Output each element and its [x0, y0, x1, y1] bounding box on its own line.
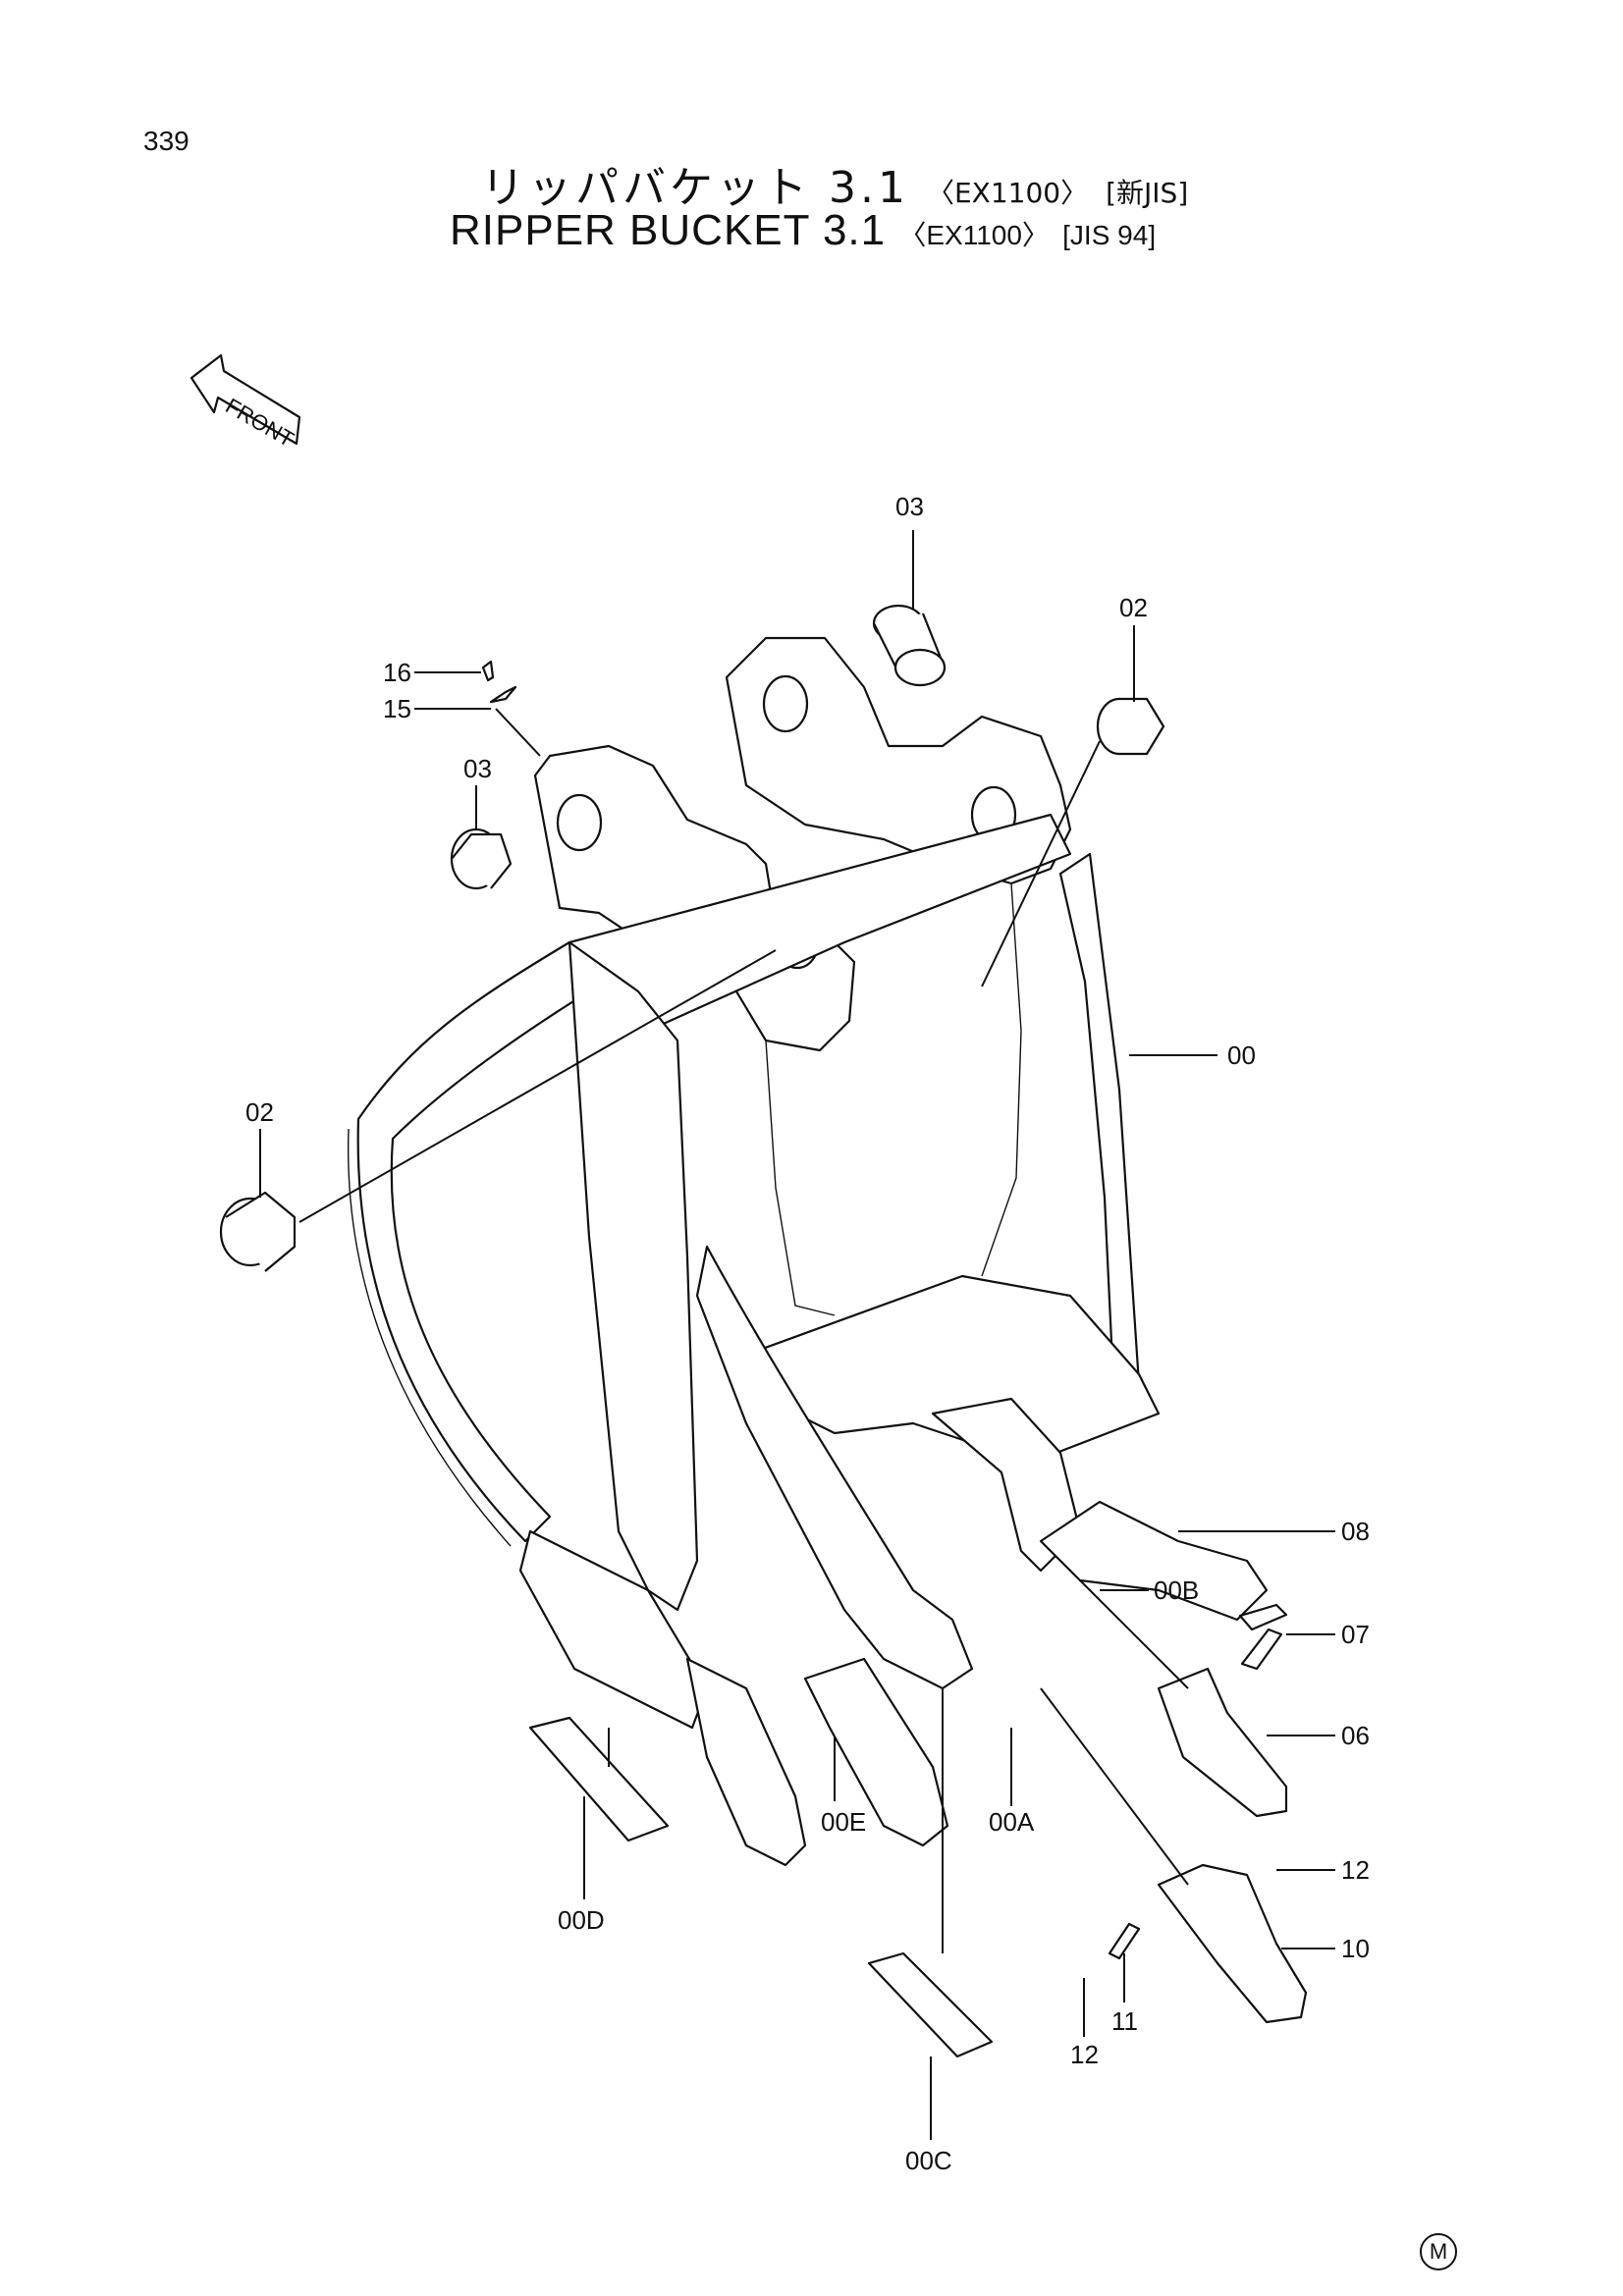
callout-12-left: 12: [1070, 2040, 1099, 2069]
callout-labels: 03 02 16 15 03 02 00 08 00B 07 06 12 10 …: [245, 492, 1370, 2175]
corner-mark-icon: M: [1420, 2233, 1457, 2270]
leader-lines: [259, 530, 1335, 2140]
bolt-16: [481, 660, 495, 682]
title-ja-main: リッパバケット 3.1: [481, 163, 909, 213]
title-ja-standard: [新JIS]: [1106, 177, 1189, 209]
callout-02-right: 02: [1119, 593, 1148, 622]
callout-10: 10: [1341, 1934, 1370, 1963]
callout-00: 00: [1227, 1041, 1256, 1070]
bushing-03-left: [450, 828, 513, 890]
callout-03-left: 03: [463, 754, 492, 783]
title-en-model: 〈EX1100〉: [898, 220, 1050, 250]
callout-00B: 00B: [1154, 1575, 1199, 1605]
bushing-03-top: [872, 604, 947, 687]
bucket-body: [347, 636, 1308, 2058]
front-arrow-icon: FRONT: [189, 353, 301, 452]
title-english: RIPPER BUCKET 3.1 〈EX1100〉 [JIS 94]: [450, 206, 1156, 255]
callout-11: 11: [1111, 2006, 1138, 2036]
title-en-main: RIPPER BUCKET 3.1: [450, 206, 887, 254]
callout-00C: 00C: [905, 2146, 952, 2175]
callout-07: 07: [1341, 1620, 1370, 1649]
title-japanese: リッパバケット 3.1 〈EX1100〉 [新JIS]: [481, 152, 1188, 215]
page-number: 339: [143, 126, 189, 156]
callout-03-top: 03: [895, 492, 924, 521]
washer-15: [489, 685, 517, 704]
callout-00A: 00A: [989, 1807, 1035, 1837]
title-ja-model: 〈EX1100〉: [926, 177, 1089, 209]
bushing-02-left: [219, 1191, 297, 1272]
callout-16: 16: [383, 658, 411, 687]
callout-02-left: 02: [245, 1097, 274, 1127]
title-en-standard: [JIS 94]: [1062, 220, 1157, 250]
callout-08: 08: [1341, 1517, 1370, 1546]
bushing-02-right: [1096, 697, 1165, 756]
callout-12-right: 12: [1341, 1855, 1370, 1885]
callout-00E: 00E: [821, 1807, 866, 1837]
callout-06: 06: [1341, 1721, 1370, 1750]
callout-00D: 00D: [558, 1905, 605, 1935]
callout-15: 15: [383, 694, 411, 723]
